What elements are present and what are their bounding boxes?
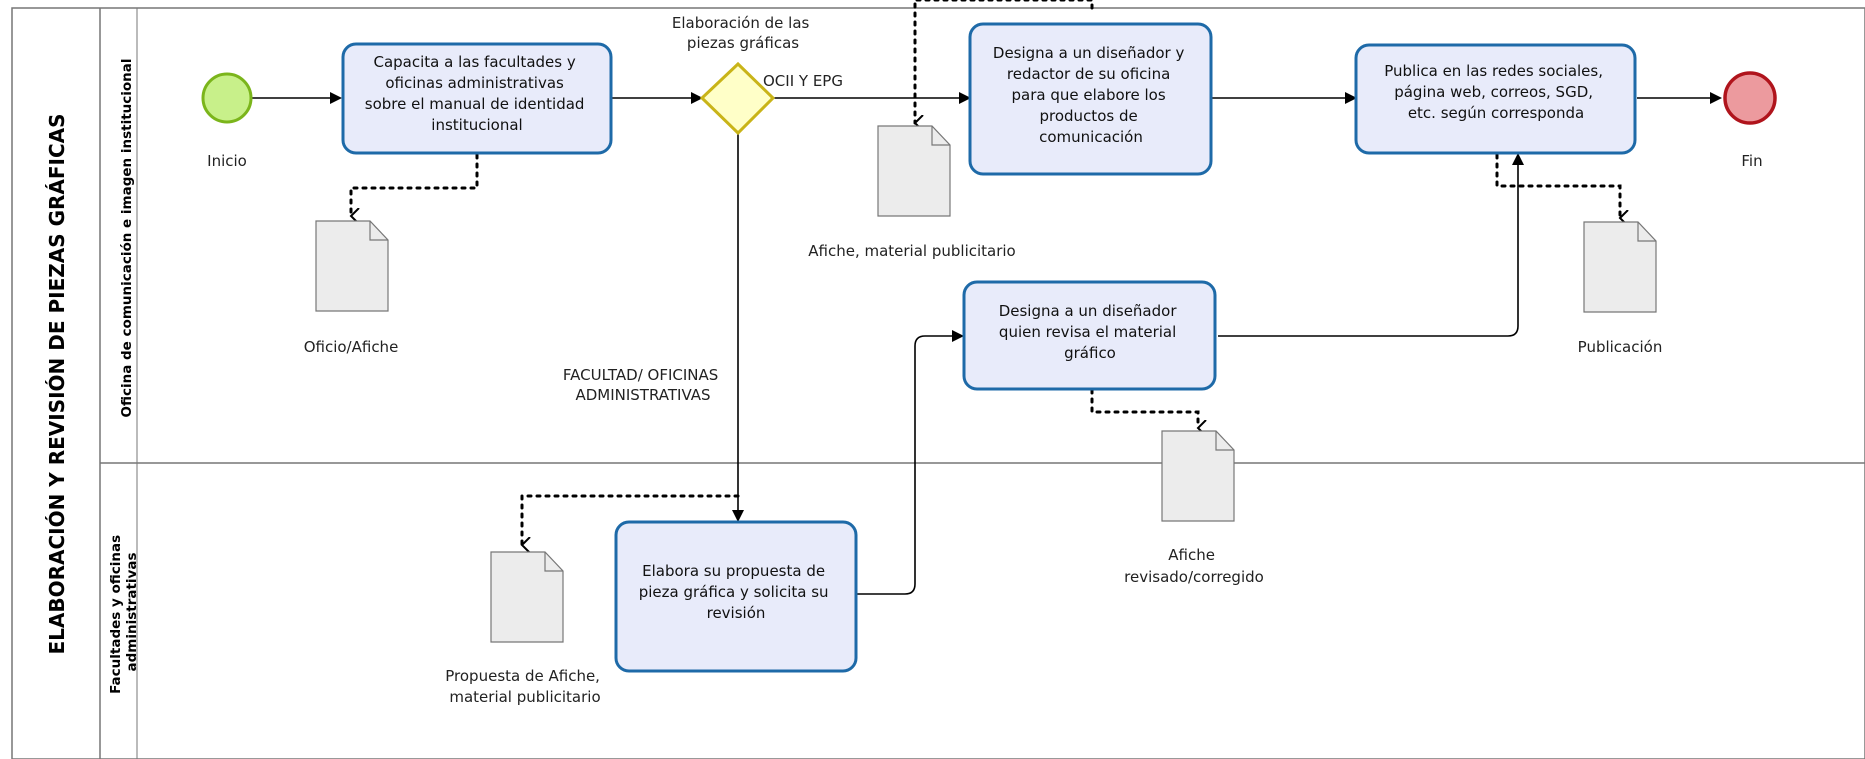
gateway-branch-down-label: FACULTAD/ OFICINAS ADMINISTRATIVAS — [563, 366, 723, 404]
gateway-diamond[interactable] — [699, 61, 776, 136]
end-event[interactable] — [1723, 71, 1777, 125]
sequence-flows — [252, 92, 1722, 595]
svg-text:Afiche, material publicitario: Afiche, material publicitario — [808, 242, 1016, 260]
start-event-label: Inicio — [207, 152, 247, 170]
document-oficio-afiche[interactable]: Oficio/Afiche — [304, 220, 399, 356]
task-elabora-propuesta[interactable]: Elabora su propuesta de pieza gráfica y … — [614, 520, 858, 673]
svg-text:Afiche revisado/corregid: Afiche revisado/corregido — [1124, 546, 1264, 586]
svg-text:Publicación: Publicación — [1578, 338, 1663, 356]
task-capacita[interactable]: Capacita a las facultades y oficinas adm… — [341, 42, 613, 155]
svg-text:Publica en las redes sociales,: Publica en las redes sociales, página we… — [1384, 62, 1608, 122]
document-afiche-revisado[interactable]: Afiche revisado/corregido — [1124, 430, 1264, 586]
svg-text:Propuesta de Afiche, mat: Propuesta de Afiche, material publicitar… — [445, 667, 604, 706]
associations — [349, 0, 1620, 545]
lane-title-oficina: Oficina de comunicación e imagen institu… — [119, 58, 135, 417]
svg-text:Designa a un diseñador q: Designa a un diseñador quien revisa el m… — [999, 302, 1182, 362]
svg-text:Designa a un diseñador y: Designa a un diseñador y redactor de su … — [993, 44, 1189, 146]
document-publicacion[interactable]: Publicación — [1578, 221, 1663, 356]
svg-text:Capacita a las facultades y: Capacita a las facultades y oficinas adm… — [365, 53, 589, 134]
document-afiche-material[interactable]: Afiche, material publicitario — [808, 125, 1016, 260]
task-publica[interactable]: Publica en las redes sociales, página we… — [1354, 43, 1637, 155]
gateway-label: Elaboración de las piezas gráficas — [672, 14, 814, 52]
end-event-label: Fin — [1741, 152, 1762, 170]
pool-title: ELABORACIÓN Y REVISIÓN DE PIEZAS GRÁFICA… — [45, 113, 69, 654]
gateway-branch-top-label: OCII Y EPG — [763, 72, 843, 90]
svg-text:Elabora su propuesta de: Elabora su propuesta de pieza gráfica y … — [639, 562, 834, 622]
lane-title-facultades: Facultades y oficinas administrativas — [108, 530, 140, 694]
document-propuesta-afiche[interactable]: Propuesta de Afiche, material publicitar… — [445, 551, 604, 706]
task-designa-disenador-redactor[interactable]: Designa a un diseñador y redactor de su … — [968, 22, 1213, 176]
start-event[interactable] — [201, 72, 253, 124]
task-designa-revisor[interactable]: Designa a un diseñador quien revisa el m… — [962, 280, 1217, 391]
svg-text:Oficio/Afiche: Oficio/Afiche — [304, 338, 399, 356]
